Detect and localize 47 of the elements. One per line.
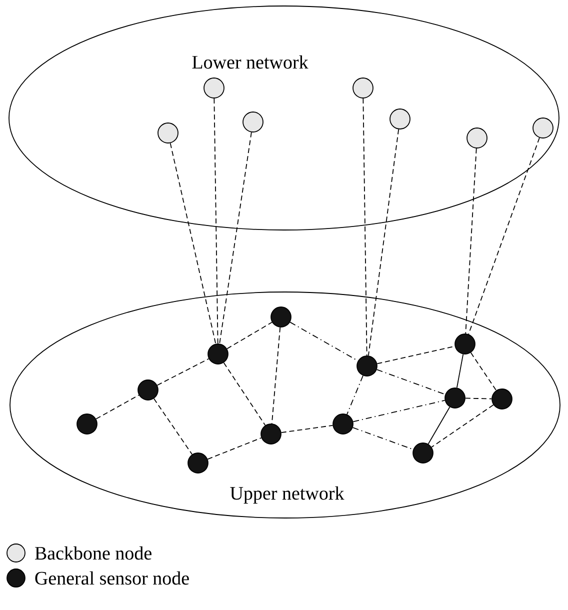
connection-line <box>376 369 446 395</box>
legend-text: Backbone node <box>35 546 152 560</box>
connection-line <box>226 322 272 350</box>
sensor-node <box>260 424 282 444</box>
connection-line <box>290 322 358 362</box>
sensor-node <box>356 356 378 376</box>
backbone-node <box>466 128 488 148</box>
connection-line <box>223 362 266 426</box>
backbone-node <box>532 118 554 138</box>
sensor-node <box>188 452 208 474</box>
connection-line <box>428 406 450 444</box>
legend-text: General sensor node <box>35 571 189 585</box>
connection-line <box>352 400 446 422</box>
connection-line <box>153 398 193 455</box>
sensor-node <box>492 388 512 410</box>
connection-line <box>219 132 252 344</box>
connection-line <box>207 437 262 460</box>
connection-line <box>468 137 540 335</box>
connection-line <box>346 375 364 415</box>
sensor-node <box>412 442 434 464</box>
connection-line <box>96 394 140 420</box>
connection-line <box>470 352 497 391</box>
connection-line <box>352 427 414 450</box>
connection-line <box>465 148 477 334</box>
connection-line <box>214 98 218 344</box>
connection-line <box>271 326 281 424</box>
connection-line <box>431 404 494 448</box>
connection-line <box>170 142 216 344</box>
backbone-node <box>158 122 178 144</box>
backbone-node <box>390 108 410 130</box>
sensor-node <box>76 414 98 434</box>
connection-line <box>376 346 456 364</box>
connection-line <box>456 354 464 388</box>
sensor-node <box>138 380 158 400</box>
connection-line <box>368 128 400 356</box>
backbone-node <box>242 112 264 132</box>
sensor-node <box>454 334 476 354</box>
sensor-node <box>270 306 292 328</box>
sensor-node <box>208 344 228 364</box>
sensor-node <box>332 414 354 434</box>
sensor-node <box>444 388 466 408</box>
connection-line <box>465 398 492 400</box>
backbone-node <box>352 78 374 98</box>
backbone-node <box>204 78 224 98</box>
connection-line <box>280 425 334 434</box>
connection-line <box>362 98 368 356</box>
connection-line <box>156 358 210 386</box>
